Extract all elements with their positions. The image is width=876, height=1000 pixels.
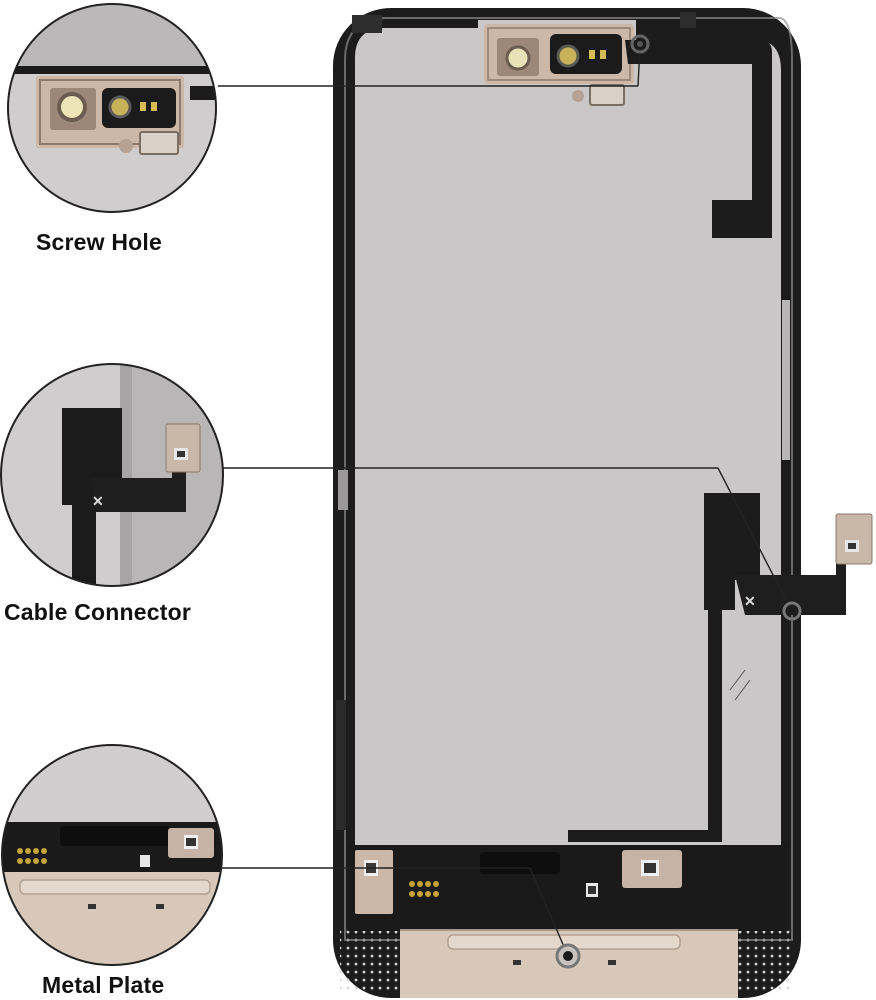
- sensor-lens: [556, 44, 580, 68]
- zoom-circle-cable-connector: ✕: [0, 363, 224, 587]
- connector-head: [835, 513, 873, 565]
- panel-edge-highlight: [344, 17, 793, 941]
- svg-text:✕: ✕: [744, 593, 756, 609]
- marker-screw-hole: [630, 34, 650, 54]
- leader-lines: [218, 45, 791, 957]
- panel-side-tab: [336, 700, 346, 830]
- connector-flex-cable: ✕: [568, 493, 873, 842]
- callout-label-screw-hole: Screw Hole: [36, 229, 162, 255]
- zoom-circle-metal-plate: [1, 744, 223, 966]
- callout-label-metal-plate: Metal Plate: [42, 972, 165, 998]
- panel-side-tab: [338, 470, 348, 510]
- leader-line-metal-plate: [529, 867, 569, 957]
- phone-screen-assembly: ✕: [333, 8, 873, 998]
- panel-side-tab: [782, 300, 790, 460]
- panel-clip: [680, 12, 696, 28]
- screw-hole: [505, 45, 531, 71]
- leader-line-cable-connector: [717, 467, 791, 609]
- marker-cable-connector: [782, 601, 802, 621]
- panel-clip: [352, 15, 382, 33]
- pointer-markers: [555, 34, 802, 969]
- bottom-flex-board: [348, 845, 788, 931]
- callout-label-cable-connector: Cable Connector: [4, 599, 192, 625]
- display-back-panel: [355, 20, 781, 930]
- svg-text:✕: ✕: [92, 493, 104, 509]
- zoom-circle-screw-hole: [7, 3, 217, 213]
